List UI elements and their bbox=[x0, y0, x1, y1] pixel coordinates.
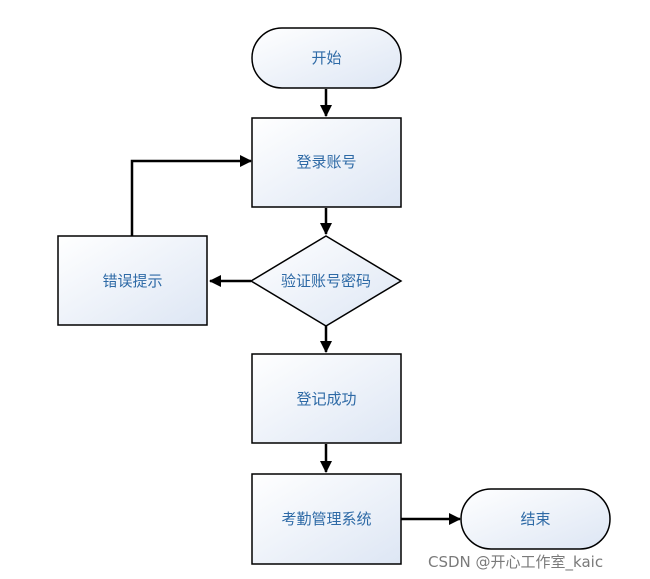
end-terminal bbox=[460, 488, 611, 550]
connectors bbox=[130, 89, 461, 525]
system-process-box bbox=[251, 473, 402, 565]
node-login: 登录账号 bbox=[251, 117, 402, 208]
error-label: 错误提示 bbox=[102, 272, 162, 290]
start-terminal bbox=[251, 27, 402, 89]
end-label: 结束 bbox=[520, 510, 550, 528]
system-label: 考勤管理系统 bbox=[281, 510, 371, 528]
node-end: 结束 bbox=[460, 488, 611, 550]
node-error: 错误提示 bbox=[57, 235, 208, 326]
success-process-box bbox=[251, 353, 402, 444]
watermark-text: CSDN @开心工作室_kaic bbox=[428, 553, 604, 571]
error-process-box bbox=[57, 235, 208, 326]
node-verify: 验证账号密码 bbox=[249, 235, 403, 327]
verify-label: 验证账号密码 bbox=[281, 272, 371, 290]
login-label: 登录账号 bbox=[296, 153, 356, 171]
node-system: 考勤管理系统 bbox=[251, 473, 402, 565]
node-start: 开始 bbox=[251, 27, 402, 89]
start-label: 开始 bbox=[311, 49, 341, 67]
node-success: 登记成功 bbox=[251, 353, 402, 444]
arrow-error-to-login bbox=[130, 155, 252, 236]
success-label: 登记成功 bbox=[296, 390, 356, 408]
login-process-box bbox=[251, 117, 402, 208]
verify-decision-diamond bbox=[249, 235, 403, 327]
